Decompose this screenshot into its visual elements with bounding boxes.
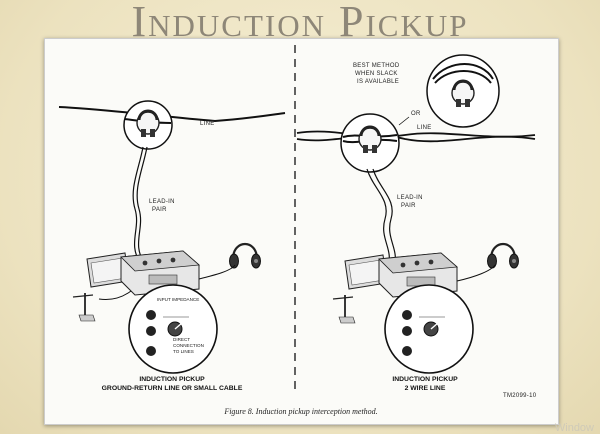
best-method-label-2: WHEN SLACK: [355, 71, 398, 77]
right-pair-label: PAIR: [401, 203, 416, 209]
figure-code: TM2099-10: [503, 393, 537, 399]
watermark-text: Window: [554, 422, 594, 434]
right-line-label: LINE: [417, 125, 432, 131]
left-connection-label: CONNECTION: [173, 343, 204, 348]
left-to-lines-label: TO LINES: [173, 349, 194, 354]
best-method-label-1: BEST METHOD: [353, 63, 400, 69]
left-ground-spike: [72, 292, 96, 322]
left-line-label: LINE: [200, 121, 215, 127]
right-panel: LINE BEST METHOD WHEN SLACK IS AVAILABLE…: [296, 54, 536, 392]
induction-pickup-diagram: LINE LEAD-IN PAIR INPUT IMPEDANCE DIRECT…: [58, 45, 537, 416]
right-ground-spike: [332, 294, 356, 324]
right-impedance-dial: [384, 284, 474, 374]
best-method-label-3: IS AVAILABLE: [357, 79, 399, 85]
left-direct-label: DIRECT: [173, 337, 190, 342]
left-lead-in-pair: [132, 146, 144, 265]
right-lead-in-label: LEAD-IN: [397, 195, 423, 201]
left-caption-subtitle: GROUND-RETURN LINE OR SMALL CABLE: [102, 385, 243, 392]
left-caption-title: INDUCTION PICKUP: [139, 376, 205, 383]
right-caption-title: INDUCTION PICKUP: [392, 376, 458, 383]
left-input-impedance-label: INPUT IMPEDANCE: [157, 297, 199, 302]
right-caption-subtitle: 2 WIRE LINE: [405, 385, 446, 392]
right-lead-in-pair: [366, 168, 390, 268]
left-pair-label: PAIR: [152, 207, 167, 213]
left-headset: [228, 242, 262, 270]
ground-return-line: [58, 106, 286, 123]
left-panel: LINE LEAD-IN PAIR INPUT IMPEDANCE DIRECT…: [58, 100, 286, 392]
left-lead-in-label: LEAD-IN: [149, 199, 175, 205]
figure-caption: Figure 8. Induction pickup interception …: [223, 407, 377, 416]
figure-frame: LINE LEAD-IN PAIR INPUT IMPEDANCE DIRECT…: [44, 38, 559, 425]
right-headset: [486, 242, 520, 270]
or-label: OR: [411, 111, 421, 117]
